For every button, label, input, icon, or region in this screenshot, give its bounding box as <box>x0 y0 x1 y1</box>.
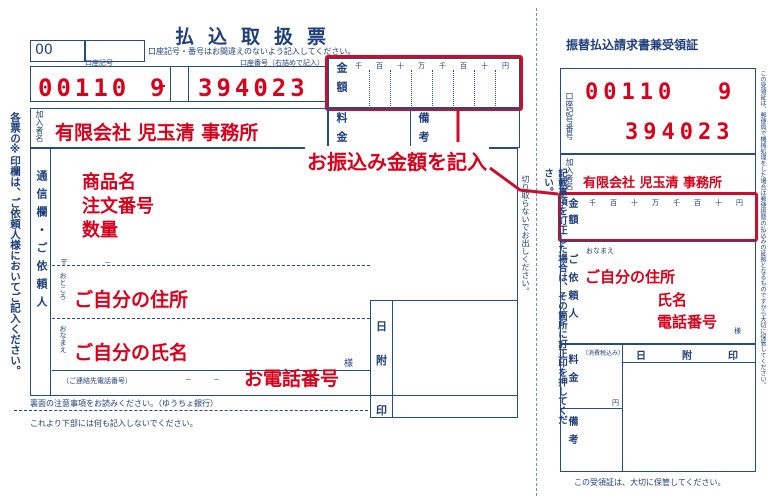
acct-number-label: 口座番号（右詰めで記入） <box>240 59 324 67</box>
right-acct-number: 394023 <box>625 120 735 145</box>
kanyusha-frame <box>30 108 328 148</box>
perforation-line <box>536 8 537 496</box>
right-acct-symbol: 00110 <box>585 80 677 105</box>
right-biko-label: 備考 <box>566 416 577 452</box>
tsushin-label: 通信欄・ご依頼人 <box>35 170 48 314</box>
acct-check-digit: 9 <box>150 74 165 102</box>
right-kanyusha-name: 有限会社 児玉清 事務所 <box>583 176 723 191</box>
acct-number-digits: 394023 <box>198 74 309 102</box>
product-line-1: 商品名 <box>82 172 136 193</box>
right-amount-unit: 十 <box>631 199 638 207</box>
product-line-3: 数量 <box>82 220 118 241</box>
phone-label: （ご連絡先電話番号） <box>62 377 132 385</box>
amount-unit: 十 <box>481 62 488 70</box>
right-irai-label: ご依頼人 <box>566 254 577 326</box>
amount-unit: 円 <box>502 62 509 70</box>
amount-unit: 十 <box>397 62 404 70</box>
right-fee-label: 料金 <box>566 354 577 390</box>
amount-highlight <box>325 55 523 111</box>
right-amount-unit: 千 <box>589 199 596 207</box>
fee-label: 料金 <box>335 112 348 150</box>
phone-text: お電話番号 <box>244 368 340 390</box>
right-title: 振替払込請求書兼受領証 <box>566 38 699 52</box>
amount-unit: 千 <box>439 62 446 70</box>
biko-label: 備考 <box>417 112 430 150</box>
right-in-label: 印 <box>728 351 738 362</box>
acct-symbol-label: 口座記号 <box>85 59 113 67</box>
amount-unit: 百 <box>460 62 467 70</box>
code-box-text: 00 <box>35 42 53 58</box>
right-irai-frame <box>560 240 756 344</box>
kanyusha-label: 加入者名 <box>35 110 44 142</box>
kanyusha-name: 有限会社 児玉清 事務所 <box>55 122 259 144</box>
in-label: 印 <box>376 404 387 417</box>
right-address-text: ご自分の住所 <box>585 268 676 286</box>
amount-unit-row: 千 百 十 万 千 百 十 円 <box>348 61 516 71</box>
right-amount-unit: 百 <box>610 199 617 207</box>
code-box: 00 <box>30 40 85 62</box>
stamp-frame <box>370 300 518 418</box>
annotation-label: お振込み金額を記入 <box>305 146 489 175</box>
address-label: おところ <box>59 272 67 300</box>
right-name-label: おなまえ <box>586 247 614 255</box>
product-line-2: 注文番号 <box>82 196 154 217</box>
right-amount-unit: 十 <box>715 199 722 207</box>
right-yen-label: 円 <box>612 399 619 407</box>
right-amount-unit-row: 千 百 十 万 千 百 十 円 <box>582 198 750 208</box>
right-amount-label: 金額 <box>566 198 577 230</box>
amount-unit: 百 <box>376 62 383 70</box>
right-hi-label: 日 <box>636 351 646 362</box>
footer-note-2: これより下部には何も記入しないでください。 <box>30 419 198 428</box>
left-title: 払込取扱票 <box>175 26 341 48</box>
amount-box <box>328 58 520 108</box>
right-acct-check: 9 <box>718 80 732 105</box>
right-phone-text: 電話番号 <box>657 313 718 331</box>
address-text: ご自分の住所 <box>74 289 189 311</box>
name-text: ご自分の氏名 <box>74 342 189 364</box>
left-side-note: 各票の※印欄は、ご依頼人様においてご記入ください。 <box>9 112 21 376</box>
name-label: おなまえ <box>59 325 67 353</box>
right-sama: 様 <box>734 327 741 335</box>
right-correction-note: 記載事項を訂正した場合は、その箇所に訂正印を押してください。 <box>542 168 567 425</box>
fu-label: 附 <box>376 354 387 367</box>
right-acct-label: 口座記号番号 <box>565 92 574 140</box>
hi-label: 日 <box>376 320 387 333</box>
annotation-arrow-right <box>489 166 559 196</box>
right-amount-unit: 千 <box>673 199 680 207</box>
right-name-text: 氏名 <box>657 291 688 309</box>
footer-note-1: 裏面の注意事項をお読みください。（ゆうちょ銀行） <box>30 399 218 408</box>
postal-mark: 〒 <box>60 258 68 267</box>
right-kanyusha-label: 加入者名 <box>565 158 574 190</box>
acct-symbol-digits: 00110 <box>38 74 131 102</box>
right-seal-label: （消費税込み） <box>582 350 625 357</box>
left-sama: 様 <box>344 359 354 369</box>
right-amount-unit: 万 <box>652 199 659 207</box>
right-acct-frame <box>560 68 756 154</box>
right-amount-unit: 円 <box>736 199 743 207</box>
right-side-note: この受領証は、郵便局で機械処理をした場合は郵便振替の払込みの証拠となるものですか… <box>759 70 766 388</box>
right-fu-label: 附 <box>682 351 692 362</box>
middle-vnote: 切り取らないでお出しください。 <box>521 175 530 295</box>
notice-top: 口座記号・番号はお間違えのないよう記入してください。 <box>148 47 356 56</box>
amount-unit: 千 <box>355 62 362 70</box>
amount-label: 金額 <box>335 62 348 100</box>
right-footer: この受領証は、大切に保管してください。 <box>574 478 726 487</box>
tsushin-frame <box>30 148 518 396</box>
right-amount-unit: 百 <box>694 199 701 207</box>
amount-unit: 万 <box>418 62 425 70</box>
